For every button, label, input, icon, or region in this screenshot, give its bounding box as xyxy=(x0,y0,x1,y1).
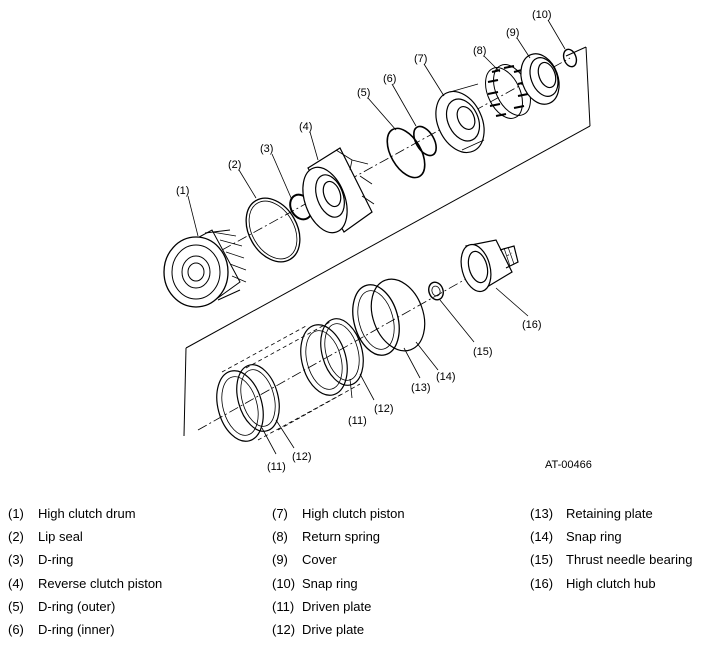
legend-label: Driven plate xyxy=(302,598,372,614)
legend-label: High clutch hub xyxy=(566,575,656,591)
callout-11-right: (11) xyxy=(348,415,367,427)
legend-label: D-ring xyxy=(38,552,74,568)
legend-number: (13) xyxy=(530,506,554,521)
callout-5: (5) xyxy=(357,87,370,99)
callout-4: (4) xyxy=(299,121,312,133)
legend-number: (9) xyxy=(272,552,288,568)
center-axis-upper xyxy=(221,57,571,251)
callout-16: (16) xyxy=(522,319,542,331)
legend-item: (8) Return spring xyxy=(272,525,405,548)
callout-10: (10) xyxy=(532,9,552,21)
callout-13: (13) xyxy=(411,382,431,394)
snap-ring-top-part xyxy=(562,48,578,68)
snap-ring-lower-part xyxy=(370,278,426,352)
callout-9: (9) xyxy=(506,27,519,39)
legend-item: (12) Drive plate xyxy=(272,618,405,641)
retaining-plate-part xyxy=(352,284,400,356)
legend-item: (2) Lip seal xyxy=(8,525,162,548)
legend-item: (3) D-ring xyxy=(8,548,162,571)
legend-number: (5) xyxy=(8,598,24,614)
d-ring-inner-part xyxy=(413,125,437,157)
legend-number: (2) xyxy=(8,529,24,545)
leader-lines xyxy=(187,19,566,455)
legend-number: (15) xyxy=(530,552,554,568)
legend-number: (16) xyxy=(530,575,554,591)
reverse-clutch-piston-part xyxy=(302,147,375,234)
assembly-line-top xyxy=(565,46,587,57)
legend-label: High clutch drum xyxy=(38,506,136,521)
legend-number: (10) xyxy=(272,575,296,591)
legend-item: (15) Thrust needle bearing xyxy=(530,548,692,571)
legend-item: (4) Reverse clutch piston xyxy=(8,572,162,595)
legend-label: Snap ring xyxy=(566,529,622,545)
legend-item: (14) Snap ring xyxy=(530,525,692,548)
callout-3: (3) xyxy=(260,143,273,155)
legend-label: D-ring (outer) xyxy=(38,598,116,614)
legend-number: (11) xyxy=(272,598,295,614)
plate-guide-lines xyxy=(221,321,361,441)
legend-label: Lip seal xyxy=(38,529,83,545)
lip-seal-part xyxy=(245,197,301,263)
legend-label: High clutch piston xyxy=(302,506,405,521)
legend-item: (1) High clutch drum xyxy=(8,502,162,525)
callout-1: (1) xyxy=(176,185,189,197)
legend-label: Cover xyxy=(302,552,337,568)
legend-label: Retaining plate xyxy=(566,506,653,521)
legend-column-2: (7) High clutch piston (8) Return spring (… xyxy=(272,502,405,641)
legend-column-1: (1) High clutch drum (2) Lip seal (3) D-rin… xyxy=(8,502,162,641)
callout-12-left: (12) xyxy=(292,451,312,463)
legend-item: (16) High clutch hub xyxy=(530,572,692,595)
callout-8: (8) xyxy=(473,45,486,57)
callout-6: (6) xyxy=(383,73,396,85)
legend-item: (13) Retaining plate xyxy=(530,502,692,525)
legend-item: (11) Driven plate xyxy=(272,595,405,618)
legend-column-3: (13) Retaining plate (14) Snap ring (15) Th… xyxy=(530,502,692,595)
high-clutch-drum-part xyxy=(163,229,247,308)
assembly-line-right xyxy=(585,46,591,127)
legend-label: D-ring (inner) xyxy=(38,621,115,637)
assembly-line-left xyxy=(183,347,187,437)
legend-item: (5) D-ring (outer) xyxy=(8,595,162,618)
callout-14: (14) xyxy=(436,371,456,383)
legend-number: (4) xyxy=(8,575,24,591)
callout-11-left: (11) xyxy=(267,461,286,473)
high-clutch-hub-part xyxy=(460,239,519,293)
legend-item: (10) Snap ring xyxy=(272,572,405,595)
legend-item: (6) D-ring (inner) xyxy=(8,618,162,641)
legend-item: (7) High clutch piston xyxy=(272,502,405,525)
callout-15: (15) xyxy=(473,346,493,358)
figure-code: AT-00466 xyxy=(545,459,592,471)
legend-label: Thrust needle bearing xyxy=(566,552,693,568)
legend-number: (3) xyxy=(8,552,24,568)
callout-12-right: (12) xyxy=(374,403,394,415)
plates-left-part xyxy=(216,364,280,442)
legend-number: (14) xyxy=(530,529,554,545)
legend-label: Reverse clutch piston xyxy=(38,575,163,591)
callout-7: (7) xyxy=(414,53,427,65)
legend-number: (6) xyxy=(8,621,24,637)
cover-part xyxy=(520,53,560,105)
high-clutch-piston-part xyxy=(435,83,485,154)
legend-label: Drive plate xyxy=(302,621,365,637)
legend-item: (9) Cover xyxy=(272,548,405,571)
legend-number: (1) xyxy=(8,506,24,521)
legend-label: Snap ring xyxy=(302,575,358,591)
exploded-parts-diagram: (1) (2) (3) (4) (5) (6) (7) (8) (9) (10)… xyxy=(163,9,591,473)
d-ring-outer-part xyxy=(386,127,426,179)
callout-2: (2) xyxy=(228,159,241,171)
thrust-needle-bearing-part xyxy=(428,281,444,301)
legend-number: (12) xyxy=(272,621,296,637)
legend-label: Return spring xyxy=(302,529,381,545)
assembly-line-mid xyxy=(185,125,591,349)
legend-number: (8) xyxy=(272,529,288,545)
legend-number: (7) xyxy=(272,506,288,521)
